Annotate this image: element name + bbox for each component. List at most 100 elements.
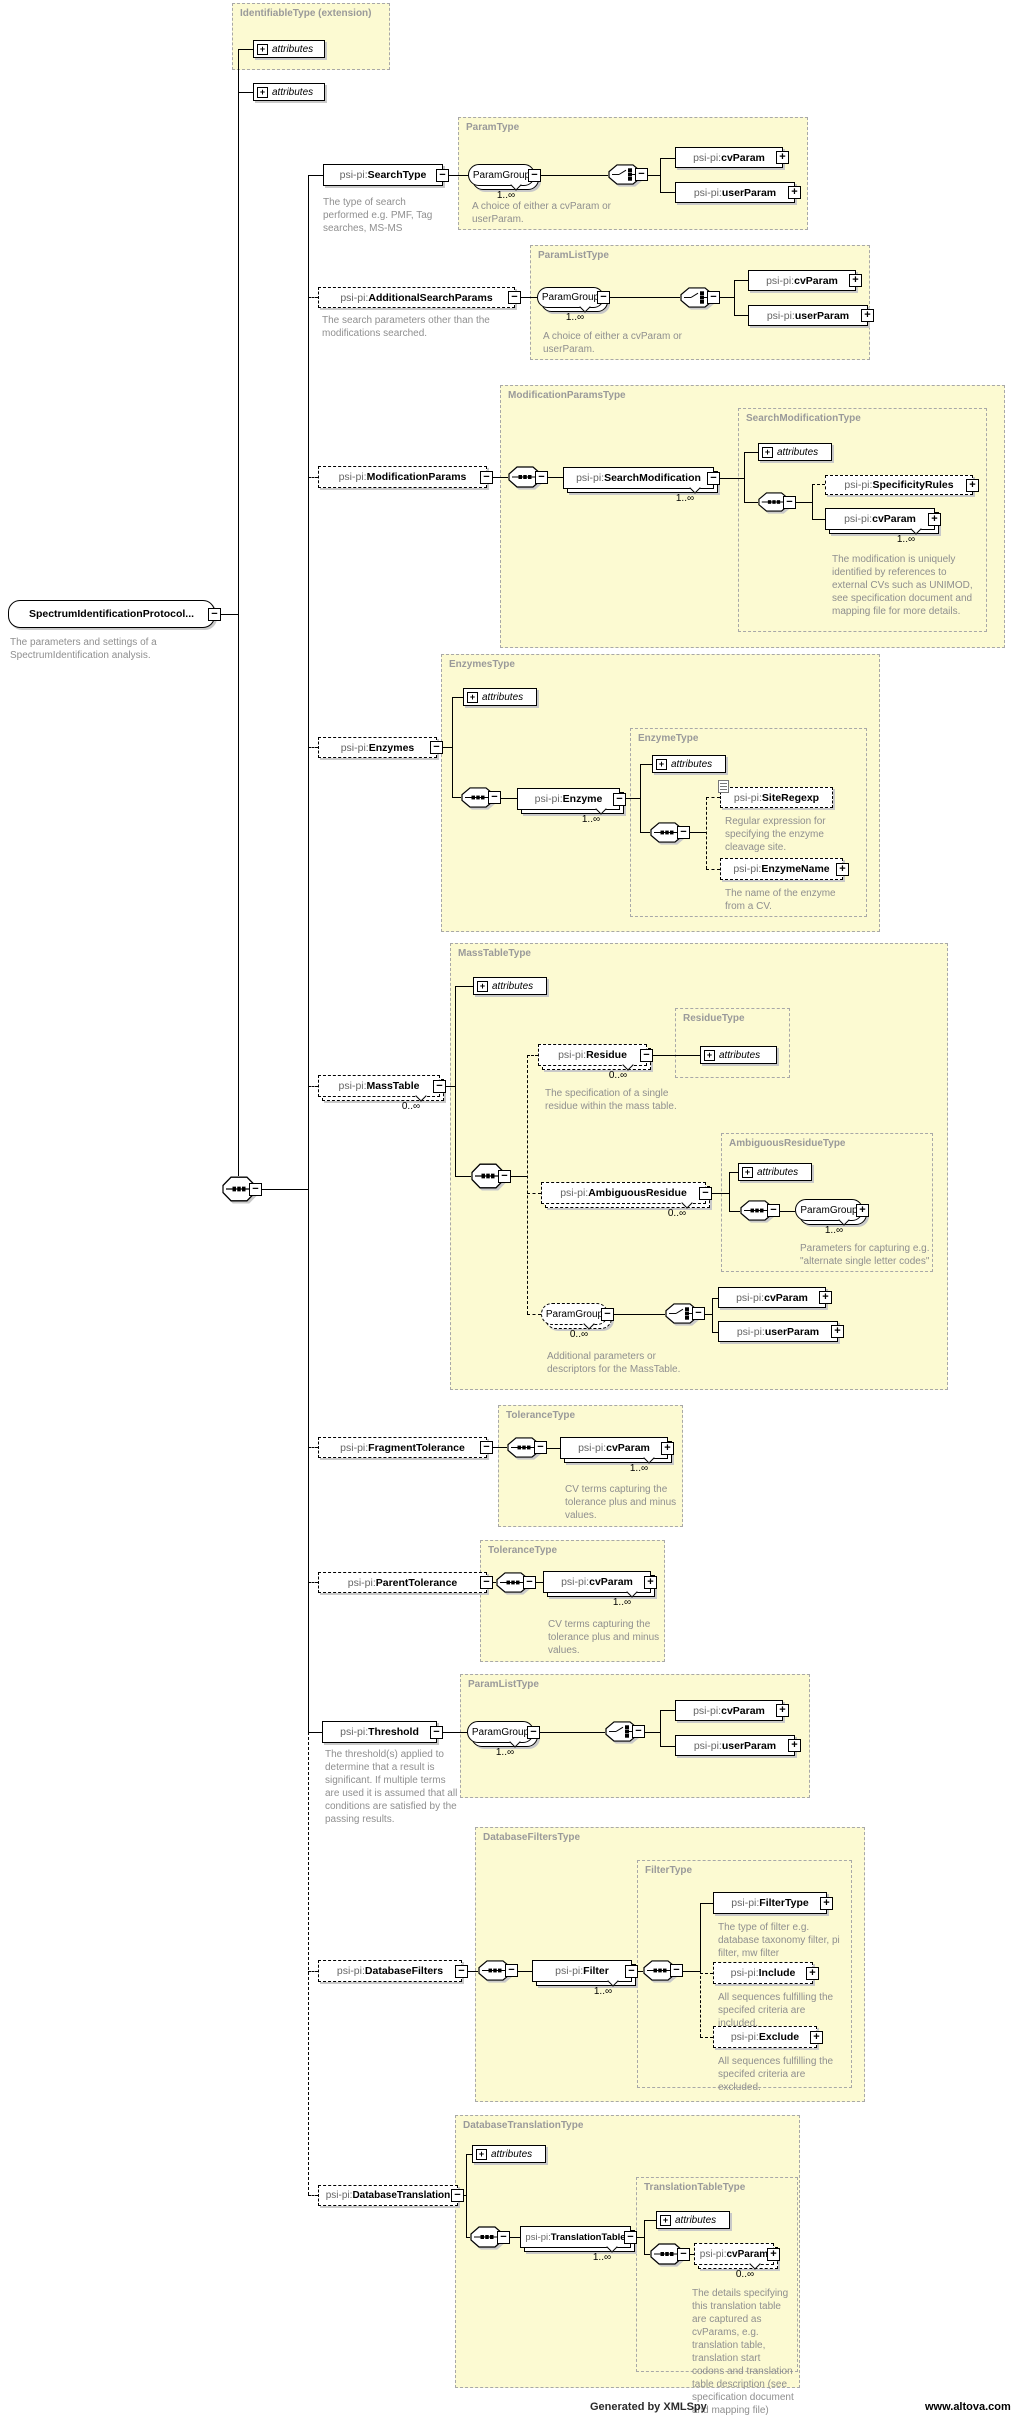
filter-sequence-icon-minus-icon[interactable]: − [670, 1964, 683, 1977]
residue-element-minus-icon[interactable]: − [640, 1049, 653, 1062]
threshold-param-group-minus-icon[interactable]: − [527, 1726, 540, 1739]
threshold-choice-icon[interactable] [605, 1721, 639, 1742]
include-element[interactable]: psi-pi:Include [713, 1962, 813, 1984]
filter-type-element-plus-icon[interactable]: + [820, 1897, 833, 1910]
database-filters-element-minus-icon[interactable]: − [455, 1965, 468, 1978]
search-type-element[interactable]: psi-pi:SearchType [323, 164, 443, 186]
database-translation-sequence-icon-minus-icon[interactable]: − [497, 2231, 510, 2244]
param-type-choice-icon[interactable] [608, 164, 642, 185]
parent-tolerance-cvparam-element-plus-icon[interactable]: + [644, 1576, 657, 1589]
param-group-2[interactable]: ParamGroup [537, 287, 608, 313]
site-regexp-element[interactable]: psi-pi:SiteRegexp [720, 787, 833, 808]
param-type-choice-icon-minus-icon[interactable]: − [635, 168, 648, 181]
param-list-userparam-element-plus-icon[interactable]: + [861, 309, 874, 322]
additional-search-params-element[interactable]: psi-pi:AdditionalSearchParams [318, 287, 515, 308]
search-modification-sequence-icon-minus-icon[interactable]: − [783, 496, 796, 509]
identifiable-type-attributes[interactable]: +attributes [253, 40, 325, 58]
ambiguous-residue-param-group[interactable]: ParamGroup [795, 1199, 867, 1226]
filter-sequence-icon[interactable] [643, 1960, 677, 1981]
fragment-tolerance-element-minus-icon[interactable]: − [480, 1441, 493, 1454]
search-modification-cvparam-element[interactable]: psi-pi:cvParam [825, 508, 939, 535]
search-modification-element-minus-icon[interactable]: − [707, 472, 720, 485]
fragment-tolerance-cvparam-element[interactable]: psi-pi:cvParam [560, 1437, 672, 1464]
enzymes-sequence-icon[interactable] [461, 787, 495, 808]
ambiguous-residue-sequence-icon-minus-icon[interactable]: − [767, 1204, 780, 1217]
mass-table-param-group-minus-icon[interactable]: − [601, 1308, 614, 1321]
threshold-choice-icon-minus-icon[interactable]: − [632, 1725, 645, 1738]
enzyme-element[interactable]: psi-pi:Enzyme [517, 788, 624, 815]
filter-type-element[interactable]: psi-pi:FilterType [713, 1892, 827, 1914]
ambiguous-residue-element-minus-icon[interactable]: − [699, 1187, 712, 1200]
content-sequence-icon-minus-icon[interactable]: − [249, 1183, 262, 1196]
fragment-tolerance-element[interactable]: psi-pi:FragmentTolerance [318, 1437, 487, 1458]
enzyme-name-element-plus-icon[interactable]: + [836, 863, 849, 876]
param-list-cvparam-element[interactable]: psi-pi:cvParam [748, 270, 856, 291]
param-type-userparam-element[interactable]: psi-pi:userParam [675, 182, 795, 203]
enzyme-sequence-icon[interactable] [650, 822, 684, 843]
translation-table-sequence-icon[interactable] [650, 2243, 684, 2265]
spectrum-identification-protocol-element[interactable]: SpectrumIdentificationProtocol... [8, 600, 215, 628]
search-modification-cvparam-element-plus-icon[interactable]: + [928, 513, 941, 526]
modification-params-element-minus-icon[interactable]: − [480, 471, 493, 484]
exclude-element[interactable]: psi-pi:Exclude [713, 2026, 817, 2048]
filter-element-minus-icon[interactable]: − [625, 1965, 638, 1978]
ambiguous-residue-param-group-plus-icon[interactable]: + [856, 1204, 869, 1217]
threshold-userparam-element-plus-icon[interactable]: + [788, 1739, 801, 1752]
protocol-attributes[interactable]: +attributes [253, 83, 325, 101]
threshold-cvparam-element[interactable]: psi-pi:cvParam [675, 1700, 783, 1721]
param-type-cvparam-element[interactable]: psi-pi:cvParam [675, 147, 783, 168]
param-group-1[interactable]: ParamGroup [468, 164, 539, 191]
enzyme-element-minus-icon[interactable]: − [613, 793, 626, 806]
parent-tolerance-element-minus-icon[interactable]: − [480, 1576, 493, 1589]
fragment-tolerance-cvparam-element-plus-icon[interactable]: + [661, 1442, 674, 1455]
additional-search-params-element-minus-icon[interactable]: − [508, 291, 521, 304]
database-filters-sequence-icon[interactable] [478, 1960, 512, 1981]
modification-params-element[interactable]: psi-pi:ModificationParams [318, 466, 487, 488]
fragment-tolerance-sequence-icon[interactable] [507, 1437, 541, 1458]
mass-table-cvparam-element[interactable]: psi-pi:cvParam [718, 1287, 826, 1308]
include-element-plus-icon[interactable]: + [806, 1967, 819, 1980]
mass-table-attributes[interactable]: +attributes [473, 977, 547, 995]
threshold-userparam-element[interactable]: psi-pi:userParam [675, 1735, 795, 1756]
mass-table-userparam-element-plus-icon[interactable]: + [831, 1325, 844, 1338]
translation-table-cvparam-element-plus-icon[interactable]: + [767, 2248, 780, 2261]
footer-altova-link[interactable]: www.altova.com [925, 2401, 1011, 2413]
mass-table-userparam-element[interactable]: psi-pi:userParam [718, 1321, 838, 1342]
database-filters-sequence-icon-minus-icon[interactable]: − [505, 1964, 518, 1977]
content-sequence-icon[interactable] [222, 1176, 256, 1202]
search-modification-attributes[interactable]: +attributes [758, 443, 832, 461]
param-list-cvparam-element-plus-icon[interactable]: + [849, 274, 862, 287]
enzymes-sequence-icon-minus-icon[interactable]: − [488, 791, 501, 804]
database-filters-element[interactable]: psi-pi:DatabaseFilters [318, 1960, 462, 1982]
threshold-param-group[interactable]: ParamGroup [467, 1721, 538, 1748]
modification-params-sequence-icon-minus-icon[interactable]: − [535, 471, 548, 484]
parent-tolerance-sequence-icon[interactable] [496, 1572, 530, 1593]
database-translation-element[interactable]: psi-pi:DatabaseTranslation [318, 2185, 458, 2206]
translation-table-attributes[interactable]: +attributes [656, 2211, 730, 2229]
threshold-cvparam-element-plus-icon[interactable]: + [776, 1704, 789, 1717]
mass-table-cvparam-element-plus-icon[interactable]: + [819, 1291, 832, 1304]
param-list-choice-icon-minus-icon[interactable]: − [707, 291, 720, 304]
enzymes-attributes[interactable]: +attributes [463, 688, 537, 706]
param-group-1-minus-icon[interactable]: − [528, 169, 541, 182]
search-type-element-minus-icon[interactable]: − [436, 169, 449, 182]
residue-type-attributes[interactable]: +attributes [700, 1046, 777, 1064]
mass-table-choice-icon[interactable] [665, 1303, 699, 1324]
mass-table-param-group[interactable]: ParamGroup [541, 1303, 612, 1330]
translation-table-cvparam-element[interactable]: psi-pi:cvParam [694, 2243, 778, 2270]
param-type-cvparam-element-plus-icon[interactable]: + [776, 151, 789, 164]
parent-tolerance-element[interactable]: psi-pi:ParentTolerance [318, 1572, 487, 1593]
mass-table-element-minus-icon[interactable]: − [433, 1080, 446, 1093]
enzyme-name-element[interactable]: psi-pi:EnzymeName [720, 858, 843, 880]
specificity-rules-element[interactable]: psi-pi:SpecificityRules [825, 475, 973, 495]
enzymes-element-minus-icon[interactable]: − [430, 741, 443, 754]
residue-element[interactable]: psi-pi:Residue [538, 1044, 651, 1071]
translation-table-element[interactable]: psi-pi:TranslationTable [520, 2226, 635, 2253]
search-modification-sequence-icon[interactable] [758, 492, 790, 512]
enzyme-attributes[interactable]: +attributes [652, 755, 726, 773]
exclude-element-plus-icon[interactable]: + [810, 2031, 823, 2044]
spectrum-identification-protocol-element-minus-icon[interactable]: − [208, 608, 221, 621]
filter-element[interactable]: psi-pi:Filter [532, 1960, 636, 1987]
param-type-userparam-element-plus-icon[interactable]: + [788, 186, 801, 199]
mass-table-sequence-icon-minus-icon[interactable]: − [498, 1170, 511, 1183]
